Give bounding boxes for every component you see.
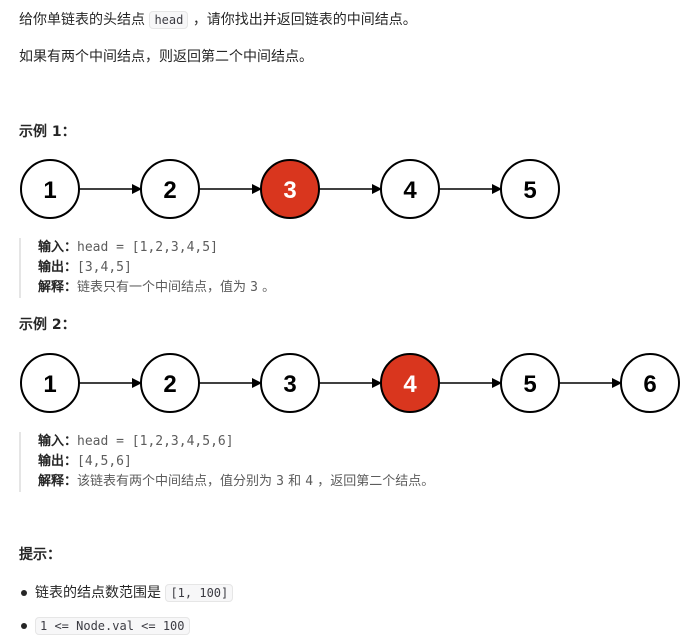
explain-value-2: 4: [305, 474, 314, 489]
explain-label: 解释：: [38, 474, 78, 489]
explain-value-1: 3: [276, 474, 284, 489]
example-1-node-label-1: 1: [43, 177, 56, 204]
input-label: 输入：: [38, 240, 78, 255]
example-2-node-3: [260, 353, 320, 413]
hints-list: 链表的结点数范围是 [1, 100] 1 <= Node.val <= 100: [19, 583, 234, 636]
example-1-node-3-highlighted: [260, 159, 320, 219]
example-2-node-label-4: 4: [403, 371, 417, 398]
example-1-node-label-5: 5: [523, 177, 536, 204]
example-1-node-4: [380, 159, 440, 219]
example-1-block: 输入：head = [1,2,3,4,5] 输出：[3,4,5] 解释：链表只有一个…: [19, 238, 275, 298]
explain-tail: 。: [257, 280, 276, 295]
hint-code: 1 <= Node.val <= 100: [35, 617, 190, 635]
example-2-block: 输入：head = [1,2,3,4,5,6] 输出：[4,5,6] 解释：该链表有…: [19, 432, 434, 492]
code-head: head: [149, 11, 189, 29]
output-label: 输出：: [38, 260, 78, 275]
output-label: 输出：: [38, 454, 78, 469]
example-1-node-2: [140, 159, 200, 219]
example-2-node-label-3: 3: [283, 371, 296, 398]
example-1-title: 示例 1：: [19, 124, 76, 140]
example-2-node-2: [140, 353, 200, 413]
example-2-diagram: 1 2 3 4 5 6: [20, 353, 680, 413]
problem-statement: 给你单链表的头结点 head ，请你找出并返回链表的中间结点。: [19, 10, 417, 30]
hints-title: 提示：: [19, 547, 61, 563]
explain-label: 解释：: [38, 280, 78, 295]
output-value: [3,4,5]: [77, 260, 132, 275]
example-2-node-6: [620, 353, 680, 413]
explain-conj: 和: [283, 474, 306, 489]
explain-text: 链表只有一个中间结点，值为: [77, 280, 251, 295]
example-1-node-label-2: 2: [163, 177, 176, 204]
example-1-node-1: [20, 159, 80, 219]
example-2-node-label-5: 5: [523, 371, 536, 398]
explain-value: 3: [250, 280, 258, 295]
explain-text: 该链表有两个中间结点，值分别为: [77, 474, 277, 489]
example-2-node-label-6: 6: [643, 371, 656, 398]
hint-text: 链表的结点数范围是: [35, 585, 166, 601]
problem-note: 如果有两个中间结点，则返回第二个中间结点。: [19, 49, 313, 65]
example-1-node-5: [500, 159, 560, 219]
explain-tail: ，返回第二个结点。: [313, 474, 435, 489]
input-value: head = [1,2,3,4,5]: [77, 240, 218, 255]
hint-code: [1, 100]: [165, 584, 234, 602]
output-value: [4,5,6]: [77, 454, 132, 469]
input-label: 输入：: [38, 434, 78, 449]
statement-text-tail: ，请你找出并返回链表的中间结点。: [192, 12, 417, 28]
example-1-diagram: 1 2 3 4 5: [20, 159, 560, 219]
example-2-node-1: [20, 353, 80, 413]
hint-item: 链表的结点数范围是 [1, 100]: [19, 583, 234, 603]
example-2-node-4-highlighted: [380, 353, 440, 413]
statement-text: 给你单链表的头结点: [19, 12, 145, 28]
example-2-node-5: [500, 353, 560, 413]
example-1-node-label-3: 3: [283, 177, 296, 204]
example-1-node-label-4: 4: [403, 177, 417, 204]
input-value: head = [1,2,3,4,5,6]: [77, 434, 234, 449]
example-2-title: 示例 2：: [19, 317, 76, 333]
hint-item: 1 <= Node.val <= 100: [19, 616, 233, 636]
example-2-node-label-1: 1: [43, 371, 56, 398]
example-2-node-label-2: 2: [163, 371, 176, 398]
